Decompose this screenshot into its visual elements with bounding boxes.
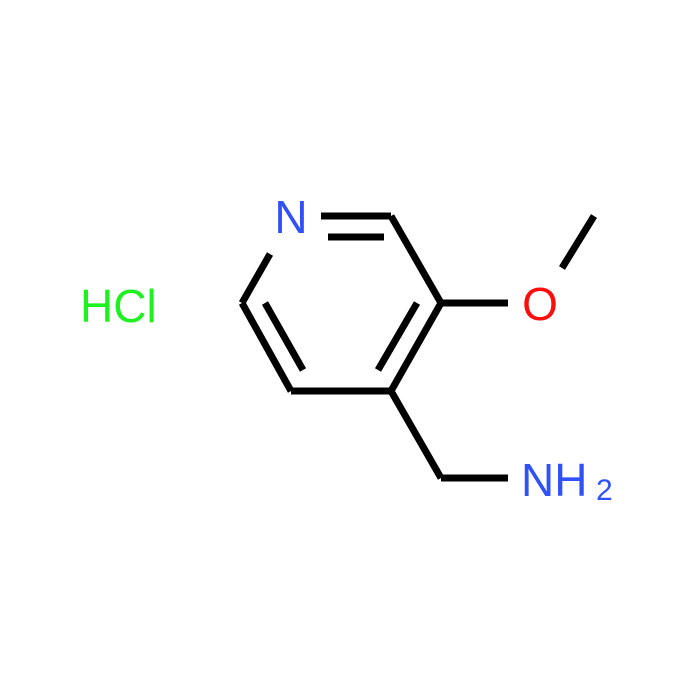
bond-c5-c6-inner (261, 301, 307, 372)
bond-c4-ch2 (387, 389, 445, 480)
hcl-salt-label: HCl (80, 280, 157, 332)
bond-c3-c4 (387, 301, 445, 393)
bond-c2-c3 (387, 214, 445, 305)
bond-c3-c4-inner (374, 301, 421, 372)
bond-o-ch3 (559, 214, 597, 270)
bonds (238, 212, 597, 482)
bond-c5-c6 (238, 301, 295, 393)
amine-label: NH (521, 454, 587, 506)
bond-c6-n (238, 252, 274, 305)
amine-subscript: 2 (596, 474, 613, 507)
methoxy-oxygen-label: O (522, 278, 558, 330)
atom-labels: N O NH 2 HCl (80, 191, 613, 507)
ring-nitrogen-label: N (274, 191, 307, 243)
